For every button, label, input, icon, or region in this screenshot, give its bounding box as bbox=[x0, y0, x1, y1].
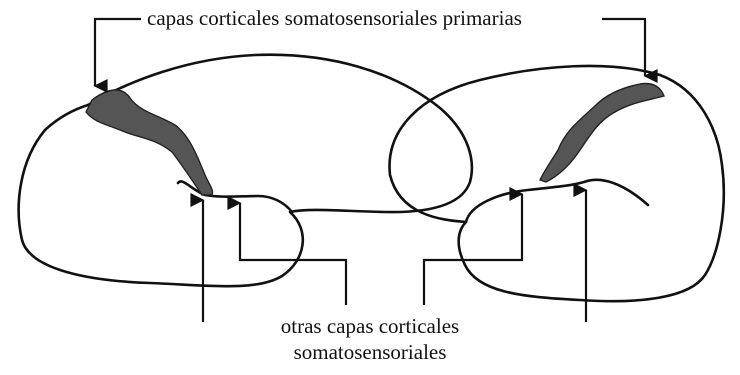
other-cortex-leaders bbox=[190, 183, 588, 322]
primary-cortex-leaders bbox=[93, 17, 658, 93]
right-temporal-fold bbox=[464, 178, 650, 224]
right-primary-leader bbox=[602, 17, 658, 83]
other-cortex-label-line2: somatosensoriales bbox=[293, 340, 447, 364]
right-hemisphere bbox=[388, 64, 726, 303]
left-primary-leader bbox=[93, 17, 141, 93]
right-hemisphere-outline bbox=[388, 64, 726, 303]
right-inner-leader bbox=[422, 187, 524, 305]
primary-cortex-label: capas corticales somatosensoriales prima… bbox=[141, 6, 528, 30]
left-hemisphere bbox=[17, 53, 474, 288]
left-inner-leader bbox=[227, 196, 348, 305]
left-primary-somatosensory-cortex bbox=[85, 89, 214, 196]
right-primary-somatosensory-cortex bbox=[539, 82, 665, 183]
left-temporal-fold bbox=[176, 180, 294, 214]
other-cortex-label-line1: otras capas corticales bbox=[280, 314, 460, 338]
left-hemisphere-outline bbox=[17, 53, 474, 288]
